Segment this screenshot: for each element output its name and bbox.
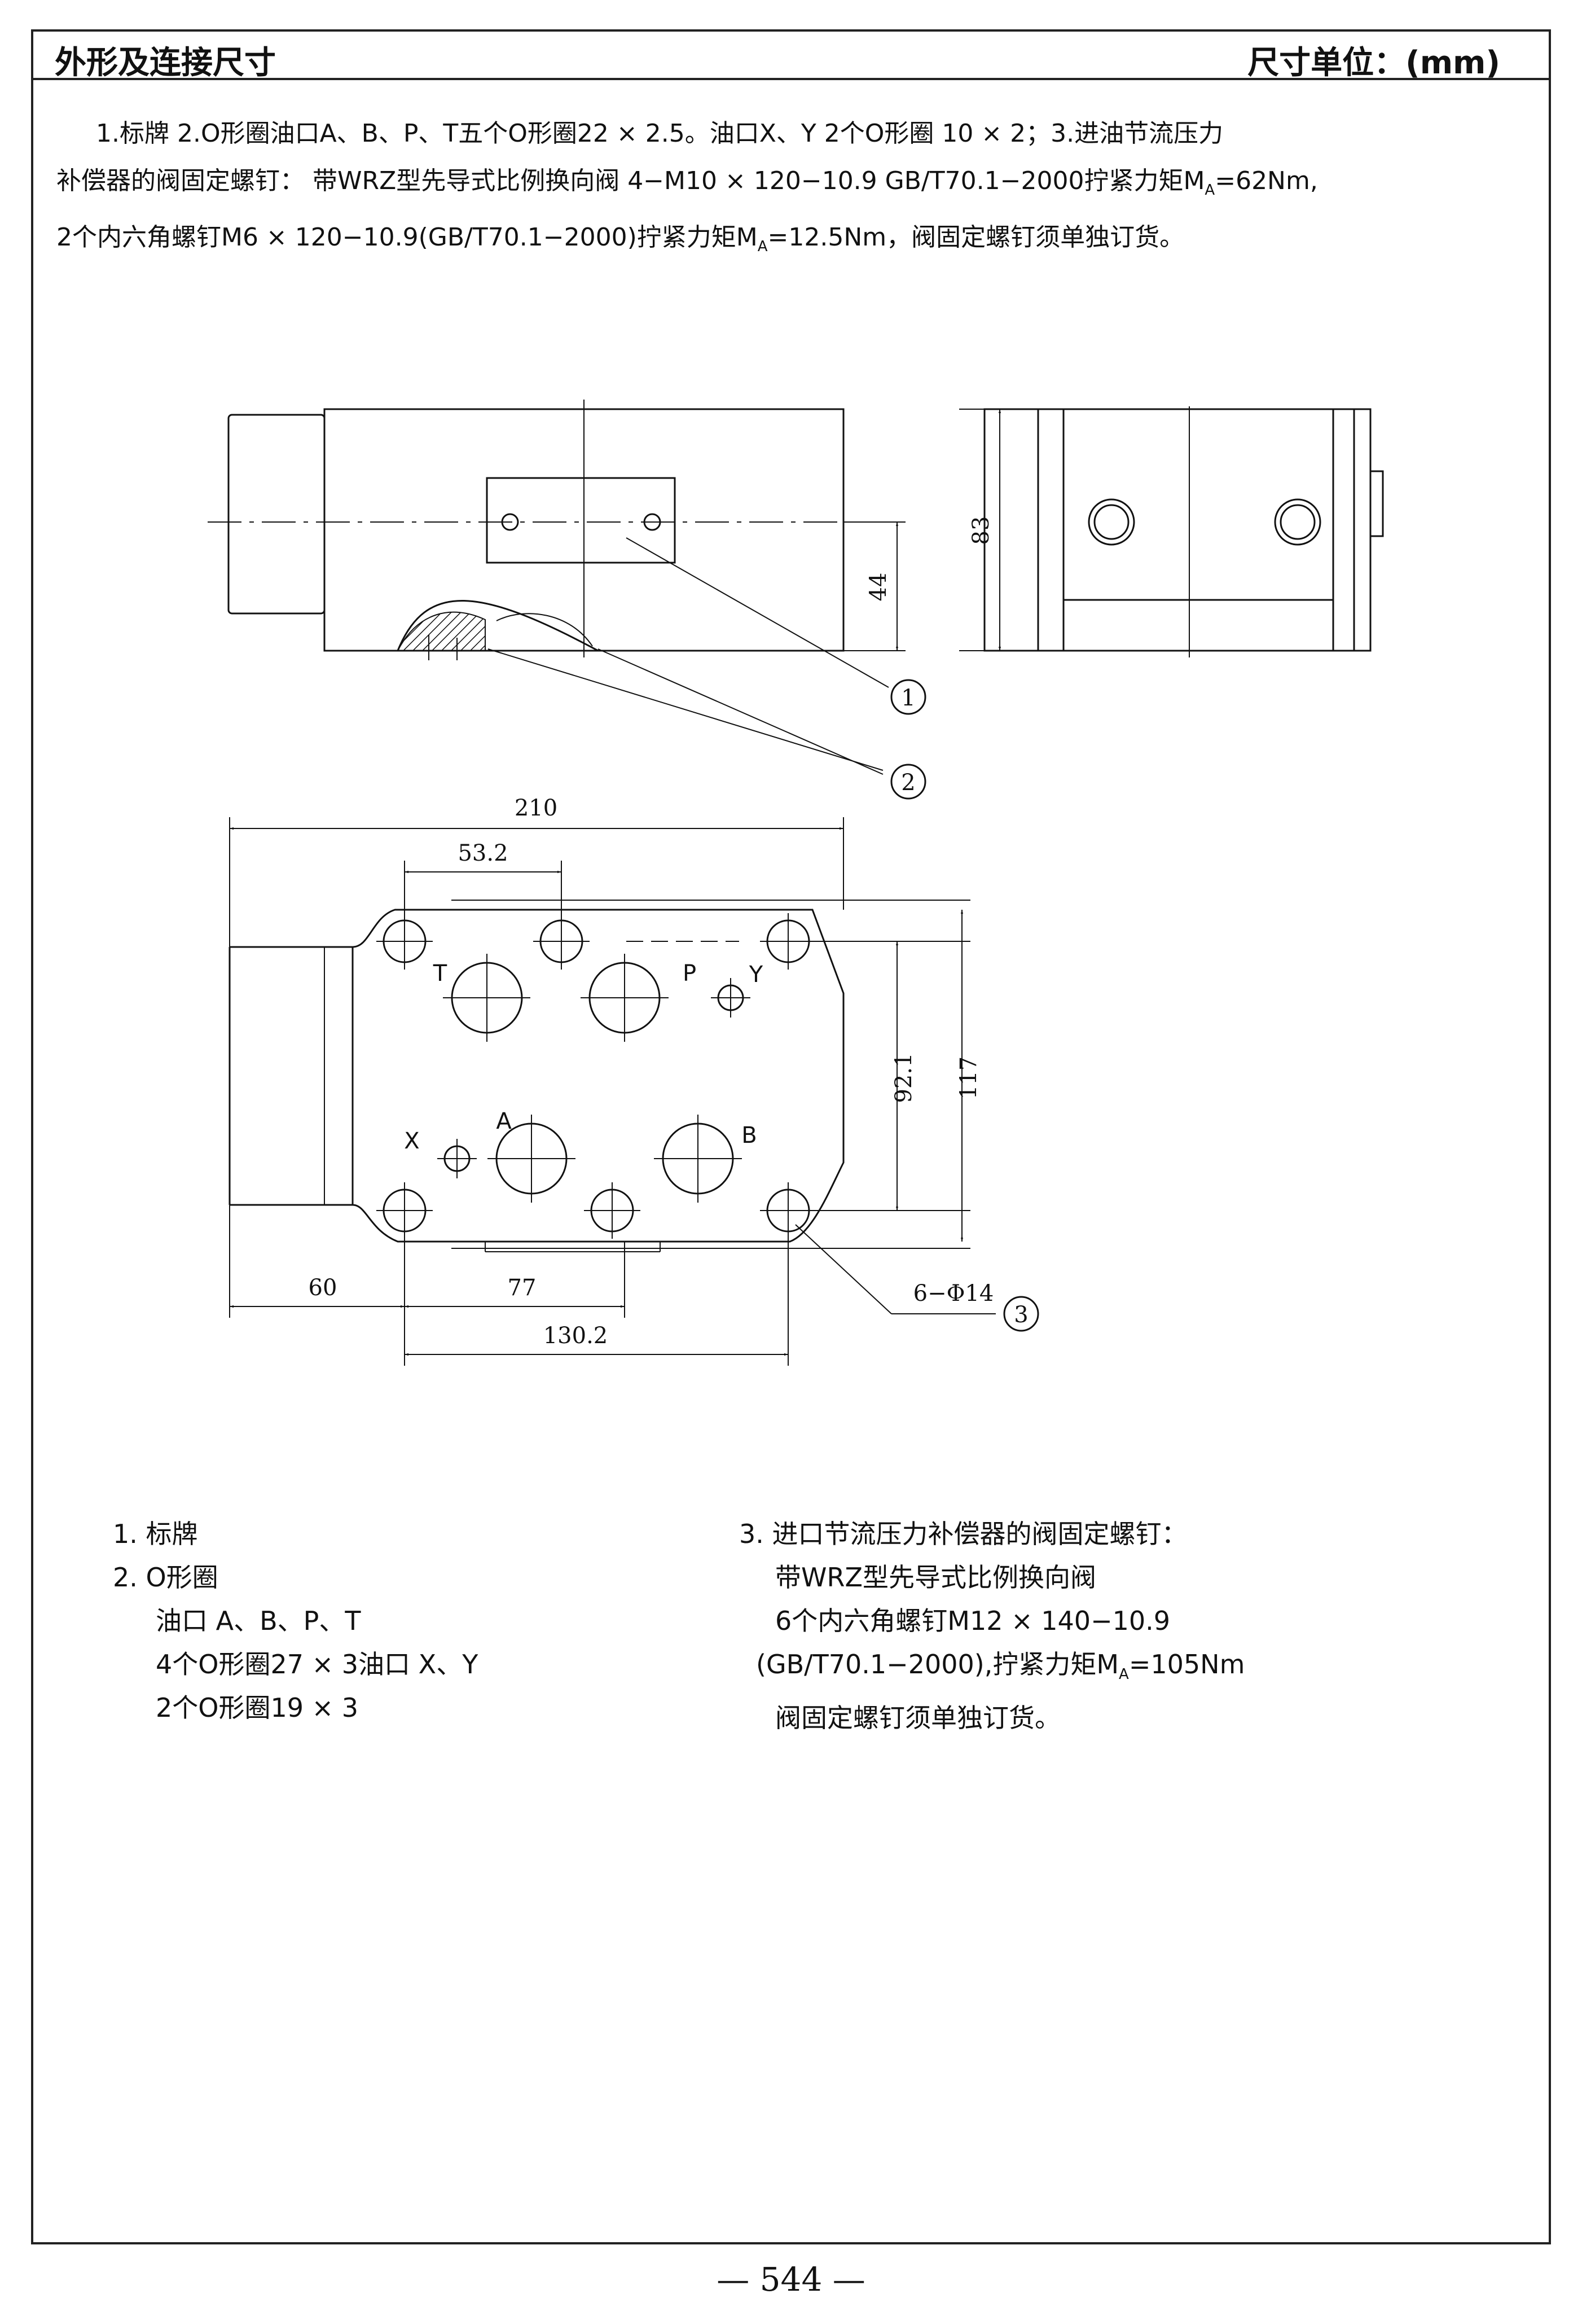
bottom-view xyxy=(228,817,996,1366)
port-label-x: X xyxy=(404,1128,419,1154)
dim-60: 60 xyxy=(309,1275,337,1301)
notes-left: 1. 标牌 2. O形圈 油口 A、B、P、T 4个O形圈27 × 3油口 X、… xyxy=(113,1512,478,1730)
port-label-a: A xyxy=(496,1108,512,1134)
dim-44: 44 xyxy=(865,573,891,602)
port-label-b: B xyxy=(741,1122,757,1148)
port-label-y: Y xyxy=(749,962,763,988)
dim-83: 83 xyxy=(968,516,994,545)
header-bar: 外形及连接尺寸 尺寸单位：(mm) xyxy=(31,29,1551,81)
intro-text: 1.标牌 2.O形圈油口A、B、P、T五个O形圈22 × 2.5。油口X、Y 2… xyxy=(56,110,1523,270)
dim-210: 210 xyxy=(515,795,557,821)
note-3-screws: 6个内六角螺钉M12 × 140−10.9 xyxy=(775,1606,1171,1636)
intro-line-3-sub: A xyxy=(757,238,768,255)
note-2-oring-main: 4个O形圈27 × 3油口 X、Y xyxy=(156,1649,478,1680)
note-1: 1. 标牌 xyxy=(113,1519,198,1549)
intro-line-1: 1.标牌 2.O形圈油口A、B、P、T五个O形圈22 × 2.5。油口X、Y 2… xyxy=(96,119,1224,148)
intro-line-2-b: =62Nm, xyxy=(1215,166,1318,195)
dim-92-1: 92.1 xyxy=(891,1053,917,1103)
dim-77: 77 xyxy=(508,1275,537,1301)
note-2-ports: 油口 A、B、P、T xyxy=(156,1606,361,1636)
side-view xyxy=(959,406,1384,657)
intro-line-3: 2个内六角螺钉M6 × 120−10.9(GB/T70.1−2000)拧紧力矩M… xyxy=(56,214,1523,270)
intro-line-3-a: 2个内六角螺钉M6 × 120−10.9(GB/T70.1−2000)拧紧力矩M xyxy=(56,222,758,252)
port-label-p: P xyxy=(683,961,696,986)
intro-line-2-a: 补偿器的阀固定螺钉： 带WRZ型先导式比例换向阀 4−M10 × 120−10.… xyxy=(56,166,1205,195)
unit-label: 尺寸单位：(mm) xyxy=(1247,45,1500,81)
callout-3: 3 xyxy=(1014,1302,1028,1328)
callout-circles xyxy=(890,679,1039,1332)
intro-line-3-b: =12.5Nm，阀固定螺钉须单独订货。 xyxy=(767,222,1185,252)
callout-1: 1 xyxy=(901,685,915,711)
note-2: 2. O形圈 xyxy=(113,1562,218,1593)
note-3-torque: (GB/T70.1−2000),拧紧力矩MA=105Nm xyxy=(739,1643,1245,1696)
note-3-valve: 带WRZ型先导式比例换向阀 xyxy=(775,1562,1096,1593)
port-label-t: T xyxy=(433,961,447,986)
dim-130-2: 130.2 xyxy=(543,1323,608,1349)
dim-53-2: 53.2 xyxy=(458,840,508,866)
note-3-torque-b: =105Nm xyxy=(1128,1649,1245,1680)
drawing-labels: 1 2 3 210 53.2 60 77 130.2 6−Φ14 44 83 9… xyxy=(309,516,1029,1349)
note-3-torque-sub: A xyxy=(1119,1666,1129,1683)
intro-line-2-sub: A xyxy=(1205,181,1215,199)
page-title: 外形及连接尺寸 xyxy=(55,45,276,81)
note-3-torque-a: (GB/T70.1−2000),拧紧力矩M xyxy=(756,1649,1119,1680)
page-number: — 544 — xyxy=(717,2260,865,2299)
note-3-order: 阀固定螺钉须单独订货。 xyxy=(775,1703,1061,1734)
front-view xyxy=(208,400,906,775)
dim-holes: 6−Φ14 xyxy=(913,1281,994,1306)
note-3: 3. 进口节流压力补偿器的阀固定螺钉： xyxy=(739,1519,1188,1549)
intro-line-2: 补偿器的阀固定螺钉： 带WRZ型先导式比例换向阀 4−M10 × 120−10.… xyxy=(56,157,1523,214)
note-2-oring-xy: 2个O形圈19 × 3 xyxy=(156,1692,359,1723)
callout-2: 2 xyxy=(901,770,915,796)
notes-right: 3. 进口节流压力补偿器的阀固定螺钉： 带WRZ型先导式比例换向阀 6个内六角螺… xyxy=(739,1512,1245,1740)
dim-117: 117 xyxy=(956,1056,982,1099)
page-frame xyxy=(31,29,1551,2244)
